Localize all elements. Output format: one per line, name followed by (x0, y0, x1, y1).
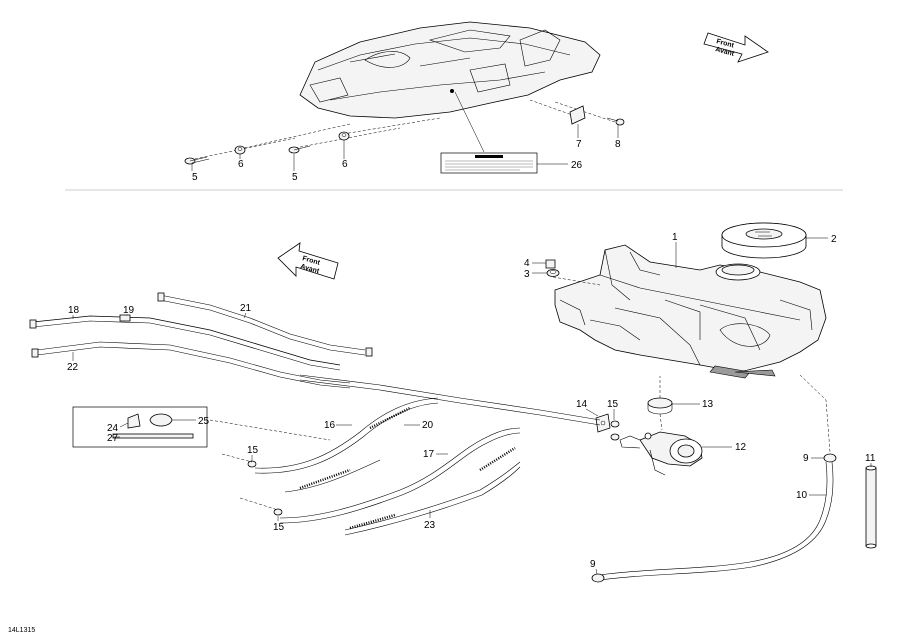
callout-23: 23 (424, 520, 436, 531)
hose-18 (29, 315, 341, 371)
callout-5b: 5 (292, 172, 298, 183)
clip-24 (127, 413, 141, 429)
hose-16 (254, 397, 439, 474)
callout-6a: 6 (238, 159, 244, 170)
callout-2: 2 (831, 234, 837, 245)
callout-9a: 9 (803, 453, 809, 464)
hose-17 (279, 427, 521, 524)
avant-label-top: Avant (714, 46, 735, 58)
clamp-15-top (610, 420, 620, 428)
front-label-middle: Front (301, 255, 321, 267)
callout-14: 14 (576, 399, 588, 410)
fuel-pump-12 (619, 431, 703, 476)
callout-21: 21 (240, 303, 252, 314)
screw-8 (606, 117, 625, 126)
fuel-cap-2 (721, 222, 807, 259)
callout-9b: 9 (590, 559, 596, 570)
callout-26: 26 (571, 160, 583, 171)
callout-17: 17 (423, 449, 435, 460)
spacer-6b (338, 131, 350, 141)
callout-16: 16 (324, 420, 336, 431)
front-arrow-top: Front Avant (703, 32, 769, 63)
grommet-13 (647, 397, 673, 415)
callout-24: 24 (107, 423, 119, 434)
spacer-6a (234, 145, 246, 155)
hardware-kit-box (72, 406, 208, 448)
callout-3: 3 (524, 269, 530, 280)
callout-25: 25 (198, 416, 210, 427)
hose-spring-left (284, 459, 381, 493)
diagram-code: 14L1315 (8, 627, 35, 634)
callout-5a: 5 (192, 172, 198, 183)
callout-18: 18 (68, 305, 80, 316)
clamp-15-bottom (273, 508, 283, 516)
tank-top-assembly (299, 21, 601, 119)
front-label-top: Front (715, 38, 735, 50)
callout-1: 1 (672, 232, 678, 243)
callout-13: 13 (702, 399, 714, 410)
hose-21 (157, 292, 373, 357)
gasket-25 (149, 413, 173, 427)
grommet-4 (545, 259, 556, 269)
callout-6b: 6 (342, 159, 348, 170)
front-arrow-middle: Front Avant (277, 242, 339, 280)
callout-19: 19 (123, 305, 135, 316)
clip-19 (119, 314, 131, 322)
bracket-14 (595, 413, 611, 433)
callout-11: 11 (865, 453, 876, 464)
warning-label-26 (440, 152, 538, 174)
hose-11 (865, 465, 877, 549)
bracket-7 (569, 105, 586, 125)
callout-12: 12 (735, 442, 747, 453)
callout-4: 4 (524, 258, 530, 269)
callout-7: 7 (576, 139, 582, 150)
fuel-tank-1 (554, 244, 827, 379)
callout-22: 22 (67, 362, 79, 373)
clamp-15-lower (610, 433, 620, 441)
hose-23 (344, 461, 521, 536)
clamp-9-bottom (591, 573, 605, 583)
strip-27 (112, 433, 194, 439)
bolt-5a (184, 156, 210, 165)
callout-8: 8 (615, 139, 621, 150)
hose-22 (31, 341, 351, 389)
spring-20 (369, 406, 411, 430)
callout-20: 20 (422, 420, 434, 431)
callout-10: 10 (796, 490, 808, 501)
vent-hose-10 (599, 461, 834, 581)
clamp-9-top (823, 453, 837, 463)
callout-15a: 15 (607, 399, 619, 410)
callout-27: 27 (107, 433, 119, 444)
callout-15b: 15 (247, 445, 259, 456)
callout-15c: 15 (273, 522, 285, 533)
bolt-5b (288, 145, 311, 154)
nut-3 (546, 269, 560, 277)
